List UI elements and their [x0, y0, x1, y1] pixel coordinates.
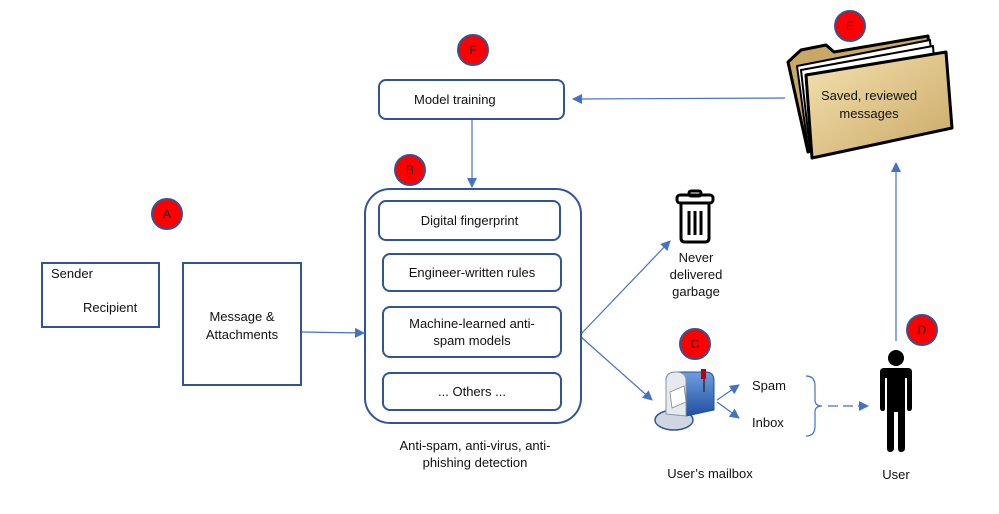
arrow-detection-to-mailbox — [580, 336, 653, 401]
detection-item: Machine-learned anti-spam models — [382, 306, 562, 358]
detection-item: Engineer-written rules — [382, 253, 562, 292]
spam-label: Spam — [752, 378, 786, 393]
user-label: User — [882, 467, 910, 482]
mailbox-label: User’s mailbox — [667, 466, 753, 481]
model-training-box: Model training — [378, 79, 565, 120]
arrow-message-to-detection — [300, 327, 365, 338]
sender-label: Sender — [51, 266, 93, 281]
detection-item: Digital fingerprint — [378, 200, 561, 241]
badge-c: C — [679, 328, 711, 360]
badge-d: D — [906, 314, 938, 346]
arrow-detection-to-garbage — [580, 240, 671, 335]
trash-can-icon — [675, 189, 715, 244]
arrow-mailbox-to-inbox — [716, 401, 740, 419]
inbox-label: Inbox — [752, 415, 784, 430]
garbage-label: Never delivered garbage — [669, 250, 723, 299]
mailbox-icon — [654, 369, 715, 431]
badge-e: E — [834, 10, 866, 42]
folder-label: Saved, reviewed messages — [820, 88, 918, 121]
message-label: Message & Attachments — [205, 309, 279, 342]
message-box: Message & Attachments — [182, 262, 302, 386]
badge-b: B — [394, 154, 426, 186]
recipient-label: Recipient — [83, 300, 138, 315]
person-icon — [880, 350, 912, 452]
model-training-label: Model training — [414, 92, 496, 107]
arrow-folder-to-training — [572, 93, 786, 104]
folder-icon — [786, 34, 954, 160]
detection-caption: Anti-spam, anti-virus, anti-phishing det… — [399, 438, 551, 470]
detection-item: ... Others ... — [382, 372, 562, 411]
bracket — [805, 375, 823, 437]
arrow-mailbox-to-spam — [716, 384, 740, 401]
badge-a: A — [151, 198, 183, 230]
envelope-box: Sender Recipient — [41, 262, 160, 328]
badge-f: F — [457, 34, 489, 66]
